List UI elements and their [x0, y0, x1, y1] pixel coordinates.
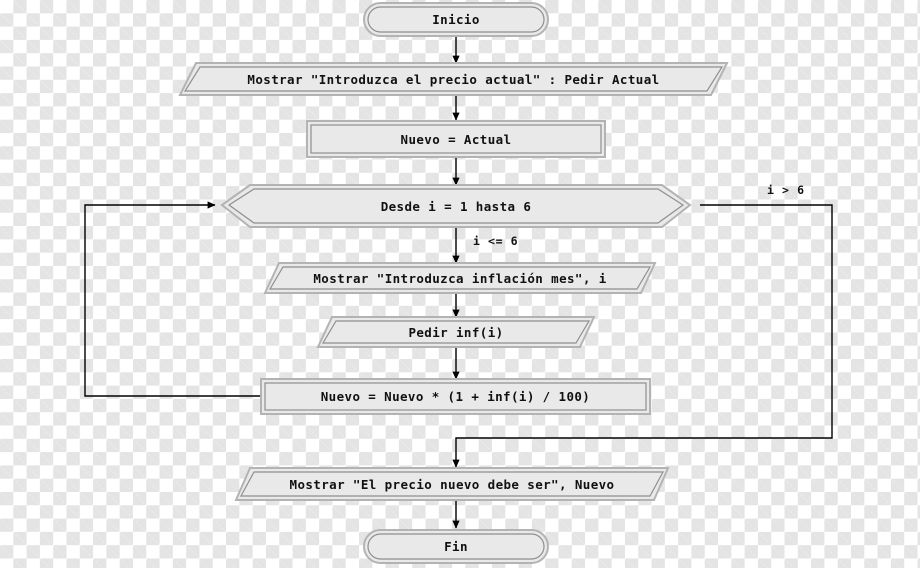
node-loop[interactable] — [220, 184, 692, 228]
node-end[interactable] — [363, 529, 549, 564]
node-io2[interactable] — [263, 262, 657, 294]
connector-loop-exit-to-io4 — [452, 204, 833, 468]
node-io4[interactable] — [234, 467, 670, 501]
node-assign2[interactable] — [260, 378, 651, 415]
node-io1[interactable] — [178, 62, 729, 96]
loop-exit-label: i > 6 — [767, 183, 805, 197]
loop-enter-label: i <= 6 — [473, 234, 519, 248]
node-start[interactable] — [363, 2, 549, 37]
node-assign1[interactable] — [306, 120, 606, 158]
connector-loopback-to-loop — [84, 201, 262, 397]
node-io3[interactable] — [316, 316, 596, 348]
connector-group — [84, 36, 833, 529]
